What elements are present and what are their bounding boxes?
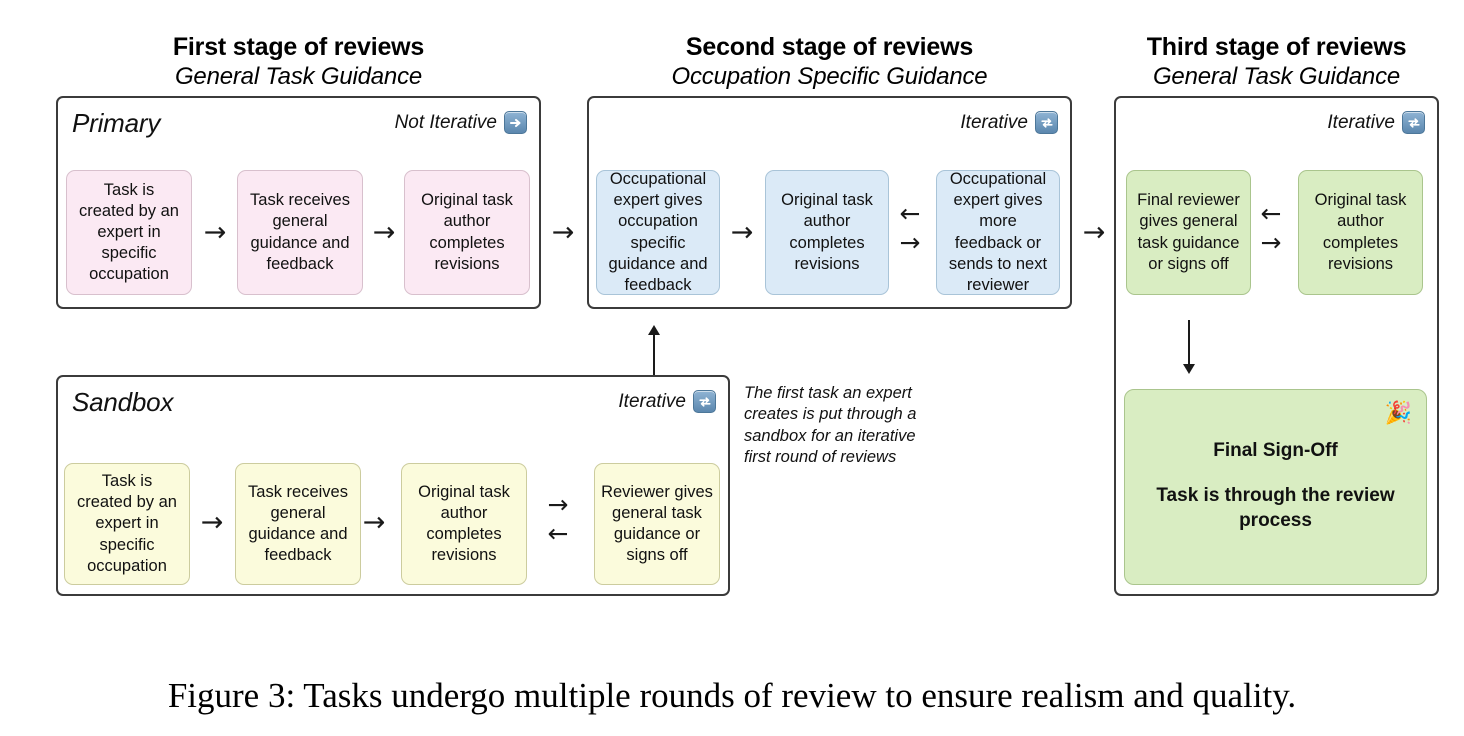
repeat-badge-icon: [1402, 111, 1425, 134]
step-box: Occupational expert gives occupation spe…: [596, 170, 720, 295]
arrow-right-badge-icon: [504, 111, 527, 134]
stage-heading-second: Second stage of reviews Occupation Speci…: [587, 33, 1072, 91]
stage1-to-stage2-arrow: →: [551, 217, 575, 248]
sandbox-note: The first task an expert creates is put …: [744, 384, 917, 466]
flow-arrow-right: →: [1260, 228, 1282, 257]
party-popper-icon: 🎉: [1384, 400, 1412, 425]
stage-subtitle: Occupation Specific Guidance: [671, 62, 988, 90]
final-signoff-box: 🎉 Final Sign-Off Task is through the rev…: [1124, 389, 1427, 585]
flow-arrow-right: →: [547, 490, 569, 519]
flow-arrow-right: →: [200, 507, 224, 538]
step-box: Final reviewer gives general task guidan…: [1126, 170, 1251, 295]
final-signoff-subtitle: Task is through the review process: [1156, 485, 1395, 531]
step-box: Original task author completes revisions: [765, 170, 889, 295]
stage-title: First stage of reviews: [172, 33, 425, 61]
step-box: Task is created by an expert in specific…: [66, 170, 192, 295]
step-box: Original task author completes revisions: [1298, 170, 1423, 295]
stage-heading-first: First stage of reviews General Task Guid…: [56, 33, 541, 91]
sandbox-group-label: Sandbox: [72, 387, 174, 417]
stage-heading-third: Third stage of reviews General Task Guid…: [1114, 33, 1439, 91]
flow-arrow-right: →: [372, 217, 396, 248]
flow-arrow-right: →: [362, 507, 386, 538]
flow-arrow-left: ←: [899, 199, 921, 228]
repeat-badge-icon: [1035, 111, 1058, 134]
step-box: Original task author completes revisions: [401, 463, 527, 585]
stage-title: Second stage of reviews: [685, 33, 974, 61]
step-box: Reviewer gives general task guidance or …: [594, 463, 720, 585]
flow-arrow-right: →: [203, 217, 227, 248]
step-box: Occupational expert gives more feedback …: [936, 170, 1060, 295]
figure-caption: Figure 3: Tasks undergo multiple rounds …: [167, 676, 1297, 715]
step-box: Task receives general guidance and feedb…: [235, 463, 361, 585]
primary-group-label: Primary: [72, 108, 161, 138]
stage2-to-stage3-arrow: →: [1082, 217, 1106, 248]
iteration-label: Iterative: [1327, 111, 1395, 133]
flow-arrow-left: ←: [1260, 199, 1282, 228]
flow-arrow-left: ←: [547, 519, 569, 548]
flow-arrow-right: →: [899, 228, 921, 257]
stage3-to-signoff-arrow: [1188, 320, 1190, 365]
iteration-label: Iterative: [618, 390, 686, 412]
step-box: Original task author completes revisions: [404, 170, 530, 295]
sandbox-iteration-tag: Iterative: [618, 390, 716, 413]
iteration-label: Iterative: [960, 111, 1028, 133]
stage3-iteration-tag: Iterative: [1327, 111, 1425, 134]
flow-arrow-right: →: [730, 217, 754, 248]
stage-title: Third stage of reviews: [1146, 33, 1407, 61]
stage2-iteration-tag: Iterative: [960, 111, 1058, 134]
stage-subtitle: General Task Guidance: [174, 62, 423, 90]
step-box: Task receives general guidance and feedb…: [237, 170, 363, 295]
step-box: Task is created by an expert in specific…: [64, 463, 190, 585]
final-signoff-title: Final Sign-Off: [1213, 440, 1338, 462]
stage-subtitle: General Task Guidance: [1152, 62, 1401, 90]
repeat-badge-icon: [693, 390, 716, 413]
iteration-label: Not Iterative: [394, 111, 497, 133]
sandbox-to-stage2-arrow: [653, 334, 655, 375]
primary-iteration-tag: Not Iterative: [395, 111, 527, 134]
